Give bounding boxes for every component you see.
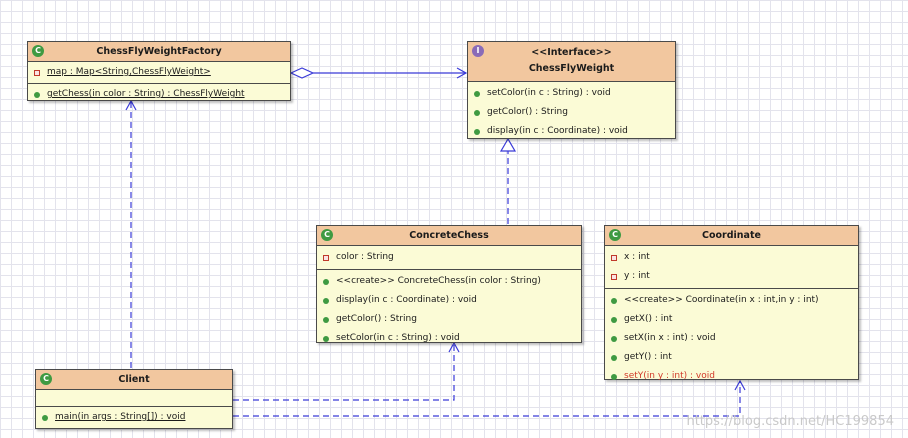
attributes-section: x : int y : int [605,246,858,288]
operation-item[interactable]: display(in c : Coordinate) : void [317,291,581,310]
class-icon: C [32,45,44,57]
dependency-client-to-concrete [233,341,460,401]
class-icon: C [609,229,621,241]
attributes-section [36,390,232,406]
aggregation-factory-to-flyweight [289,67,468,79]
attributes-section: map : Map<String,ChessFlyWeight> [28,62,290,83]
operation-item[interactable]: getY() : int [605,348,858,367]
attribute-text: y : int [624,271,650,281]
attribute-item[interactable]: x : int [605,248,858,267]
operation-text: display(in c : Coordinate) : void [336,295,477,305]
attribute-item[interactable]: color : String [317,248,581,267]
operation-text: setY(in y : int) : void [624,371,715,381]
operations-section: getChess(in color : String) : ChessFlyWe… [28,83,290,105]
operation-item[interactable]: setColor(in c : String) : void [317,329,581,348]
private-attribute-icon [611,254,617,261]
class-client[interactable]: C Client main(in args : String[]) : void [35,369,233,429]
public-operation-icon [323,278,329,285]
public-operation-icon [323,297,329,304]
operations-section: main(in args : String[]) : void [36,406,232,428]
operation-text: <<create>> Coordinate(in x : int,in y : … [624,295,819,305]
class-header: C Coordinate [605,226,858,246]
public-operation-icon [474,128,480,135]
public-operation-icon [611,297,617,304]
operation-item[interactable]: getX() : int [605,310,858,329]
operations-section: <<create>> ConcreteChess(in color : Stri… [317,269,581,350]
attribute-text: color : String [336,252,394,262]
class-icon: C [321,229,333,241]
operation-item[interactable]: display(in c : Coordinate) : void [468,122,675,141]
aggregation-diamond [289,67,315,79]
class-concrete-chess[interactable]: C ConcreteChess color : String <<create>… [316,225,582,343]
private-attribute-icon [611,273,617,280]
operation-item[interactable]: <<create>> ConcreteChess(in color : Stri… [317,272,581,291]
class-name: ChessFlyWeightFactory [96,46,222,57]
class-coordinate[interactable]: C Coordinate x : int y : int <<create>> … [604,225,859,381]
attribute-text: map : Map<String,ChessFlyWeight> [47,67,211,77]
attribute-text: x : int [624,252,650,262]
operation-item[interactable]: main(in args : String[]) : void [36,409,232,426]
attributes-section: color : String [317,246,581,269]
public-operation-icon [323,316,329,323]
operation-text: <<create>> ConcreteChess(in color : Stri… [336,276,541,286]
attribute-item[interactable]: y : int [605,267,858,286]
realization-triangle [499,137,517,152]
watermark: https://blog.csdn.net/HC199854 [686,414,894,429]
dependency-client-to-coordinate [233,379,746,417]
class-name: Client [118,374,150,385]
attribute-item[interactable]: map : Map<String,ChessFlyWeight> [28,64,290,81]
class-chess-flyweight-factory[interactable]: C ChessFlyWeightFactory map : Map<String… [27,41,291,101]
operation-text: getChess(in color : String) : ChessFlyWe… [47,89,245,99]
operation-text: setColor(in c : String) : void [487,88,611,98]
interface-stereotype: <<Interface>> [531,47,612,58]
operation-text: getX() : int [624,314,673,324]
operation-item[interactable]: setColor(in c : String) : void [468,84,675,103]
private-attribute-icon [323,254,329,261]
class-header: C ChessFlyWeightFactory [28,42,290,62]
public-operation-icon [611,316,617,323]
operation-item[interactable]: setX(in x : int) : void [605,329,858,348]
operations-section: setColor(in c : String) : void getColor(… [468,82,675,143]
class-name: Coordinate [702,230,761,241]
operation-item[interactable]: getColor() : String [317,310,581,329]
public-operation-icon [611,354,617,361]
operation-text: display(in c : Coordinate) : void [487,126,628,136]
public-operation-icon [611,335,617,342]
public-operation-icon [611,373,617,380]
class-header: C ConcreteChess [317,226,581,246]
interface-chess-flyweight[interactable]: I <<Interface>> ChessFlyWeight setColor(… [467,41,676,139]
class-header: C Client [36,370,232,390]
public-operation-icon [323,335,329,342]
public-operation-icon [34,91,40,98]
interface-header: I <<Interface>> ChessFlyWeight [468,42,675,82]
class-icon: C [40,373,52,385]
operation-item[interactable]: <<create>> Coordinate(in x : int,in y : … [605,291,858,310]
realization-concrete-to-flyweight [499,137,517,224]
interface-name: ChessFlyWeight [528,63,615,74]
operation-text: setColor(in c : String) : void [336,333,460,343]
operation-text: getY() : int [624,352,672,362]
public-operation-icon [474,109,480,116]
interface-icon: I [472,45,484,57]
operation-text: main(in args : String[]) : void [55,412,186,422]
operation-item[interactable]: getChess(in color : String) : ChessFlyWe… [28,86,290,103]
private-attribute-icon [34,69,40,76]
operation-text: getColor() : String [336,314,417,324]
class-name: ConcreteChess [409,230,489,241]
public-operation-icon [42,414,48,421]
public-operation-icon [474,90,480,97]
operation-text: getColor() : String [487,107,568,117]
operation-item[interactable]: getColor() : String [468,103,675,122]
operations-section: <<create>> Coordinate(in x : int,in y : … [605,288,858,388]
operation-text: setX(in x : int) : void [624,333,716,343]
operation-item[interactable]: setY(in y : int) : void [605,367,858,386]
